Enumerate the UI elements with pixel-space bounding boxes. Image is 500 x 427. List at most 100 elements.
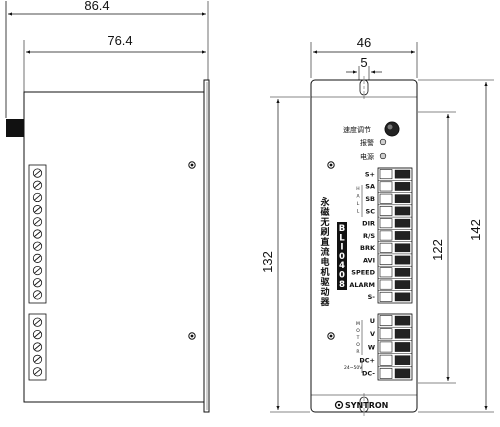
dim-122-label: 122 bbox=[430, 239, 445, 261]
brand-name: SYNTRON bbox=[345, 401, 388, 410]
terminal-upper-clamp-icon bbox=[394, 243, 411, 253]
terminal-upper-slot[interactable] bbox=[379, 206, 393, 216]
terminal-upper-label: SPEED bbox=[351, 269, 375, 277]
terminal-upper-clamp-icon bbox=[394, 182, 411, 191]
product-name-char: 永 bbox=[319, 196, 330, 208]
terminal-lower-clamp-icon bbox=[394, 368, 411, 379]
alarm-led bbox=[379, 138, 387, 146]
supply-voltage-note: 24~50V bbox=[344, 365, 363, 371]
model-char: 8 bbox=[339, 280, 345, 290]
terminal-upper-clamp-icon bbox=[394, 267, 411, 277]
terminal-upper-label: SB bbox=[365, 195, 375, 203]
group-letter: L bbox=[357, 209, 360, 215]
model-char: 4 bbox=[339, 261, 345, 271]
model-char: B bbox=[339, 224, 345, 234]
terminal-upper-slot[interactable] bbox=[379, 193, 393, 204]
terminal-lower-clamp-icon bbox=[394, 315, 411, 326]
product-name-char: 驱 bbox=[320, 277, 329, 288]
terminal-upper-label: S+ bbox=[365, 170, 375, 178]
terminal-upper-label: S- bbox=[368, 293, 376, 301]
product-name-char: 电 bbox=[320, 256, 329, 268]
power-led-label: 电源 bbox=[360, 152, 374, 161]
group-letter: H bbox=[356, 186, 359, 192]
dim-142-label: 142 bbox=[468, 219, 483, 241]
speed-adjust-label: 速度调节 bbox=[343, 125, 371, 134]
group-letter: M bbox=[356, 321, 360, 327]
terminal-lower-clamp-icon bbox=[394, 355, 411, 366]
group-letter: O bbox=[356, 342, 360, 348]
model-char: L bbox=[339, 233, 345, 243]
terminal-upper-clamp-icon bbox=[394, 292, 411, 302]
product-name-char: 刷 bbox=[320, 226, 329, 238]
terminal-upper-clamp-icon bbox=[394, 169, 411, 179]
speed-knob[interactable] bbox=[384, 121, 400, 137]
terminal-upper-clamp-icon bbox=[394, 280, 411, 289]
dim-132-label: 132 bbox=[260, 251, 275, 273]
terminal-lower-label: DC+ bbox=[359, 357, 375, 365]
terminal-upper-clamp-icon bbox=[394, 255, 411, 265]
terminal-lower-slot[interactable] bbox=[379, 315, 393, 326]
model-char: 0 bbox=[339, 252, 345, 262]
terminal-upper-slot[interactable] bbox=[379, 218, 393, 229]
terminal-upper-slot[interactable] bbox=[379, 267, 393, 278]
product-name-char: 磁 bbox=[320, 206, 329, 218]
model-char: I bbox=[340, 243, 343, 253]
terminal-upper-clamp-icon bbox=[394, 206, 411, 216]
dim-76-4-label: 76.4 bbox=[107, 33, 132, 48]
terminal-upper-clamp-icon bbox=[394, 194, 411, 204]
side-connector-stub bbox=[6, 119, 24, 137]
terminal-upper-slot[interactable] bbox=[379, 242, 393, 253]
terminal-upper-clamp-icon bbox=[394, 231, 411, 240]
dim-86-4-label: 86.4 bbox=[84, 0, 109, 13]
terminal-upper-label: DIR bbox=[362, 220, 375, 228]
power-led bbox=[379, 152, 387, 160]
product-name-char: 机 bbox=[320, 266, 329, 278]
terminal-upper-label: SA bbox=[365, 183, 375, 191]
dim-5-label: 5 bbox=[360, 55, 367, 70]
product-name-char: 器 bbox=[319, 297, 330, 308]
product-name-char: 流 bbox=[320, 246, 329, 258]
model-char: 0 bbox=[339, 271, 345, 281]
terminal-upper-label: R/S bbox=[363, 232, 375, 240]
terminal-lower-label: W bbox=[368, 343, 375, 351]
terminal-upper-slot[interactable] bbox=[379, 169, 393, 180]
terminal-lower-label: U bbox=[370, 317, 375, 325]
side-front-plate bbox=[203, 79, 210, 413]
terminal-upper-label: SC bbox=[366, 207, 376, 215]
group-letter: R bbox=[356, 349, 359, 355]
group-letter: L bbox=[357, 201, 360, 207]
alarm-led-label: 报警 bbox=[360, 138, 374, 147]
model-badge bbox=[337, 222, 347, 290]
terminal-lower-label: V bbox=[370, 330, 375, 338]
terminal-lower-label: DC- bbox=[362, 370, 375, 378]
terminal-upper-slot[interactable] bbox=[379, 230, 393, 241]
side-view: 86.4 76.4 bbox=[5, 0, 210, 413]
terminal-lower-slot[interactable] bbox=[379, 328, 393, 340]
product-name-char: 直 bbox=[320, 236, 329, 248]
terminal-lower-slot[interactable] bbox=[379, 367, 393, 379]
terminal-upper-label: ALARM bbox=[349, 281, 375, 289]
terminal-upper-slot[interactable] bbox=[379, 255, 393, 265]
terminal-lower-slot[interactable] bbox=[379, 341, 393, 353]
side-body bbox=[23, 91, 208, 403]
terminal-upper-slot[interactable] bbox=[379, 181, 393, 192]
terminal-upper-clamp-icon bbox=[394, 218, 411, 228]
terminal-upper-label: AVI bbox=[363, 256, 375, 264]
group-letter: O bbox=[356, 328, 360, 334]
terminal-lower-slot[interactable] bbox=[379, 354, 393, 366]
terminal-upper-label: BRK bbox=[360, 244, 376, 252]
terminal-upper-slot[interactable] bbox=[379, 279, 393, 290]
front-view: 46 5 132 122 142 bbox=[260, 35, 494, 417]
group-letter: T bbox=[356, 335, 360, 341]
terminal-lower-clamp-icon bbox=[394, 329, 411, 339]
product-name-char: 动 bbox=[320, 287, 329, 298]
dim-46-label: 46 bbox=[357, 35, 371, 50]
terminal-lower-clamp-icon bbox=[394, 342, 411, 352]
product-name-char: 无 bbox=[319, 217, 329, 228]
terminal-upper-slot[interactable] bbox=[379, 291, 393, 302]
